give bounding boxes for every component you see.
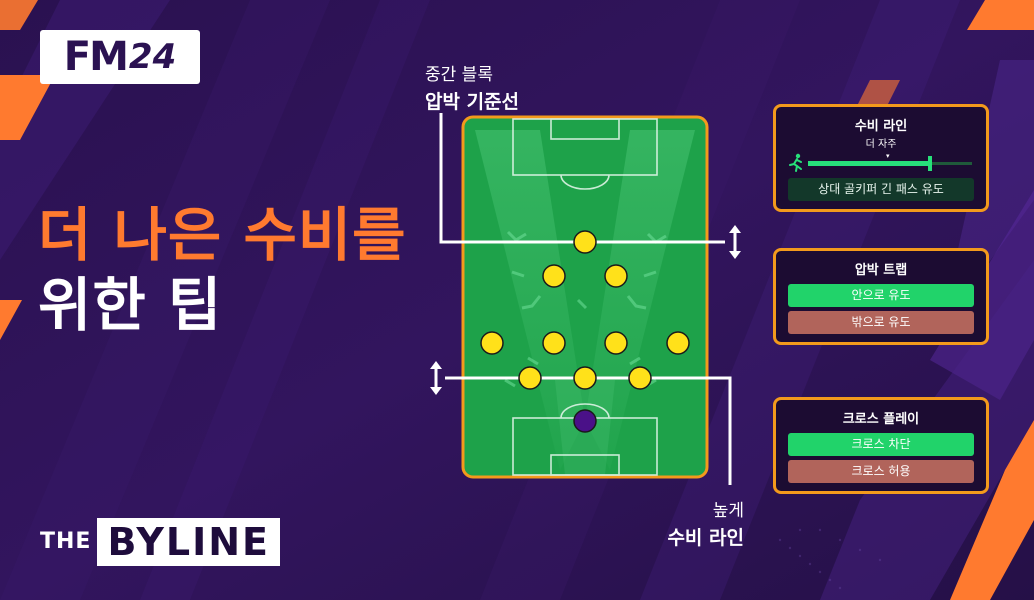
title-line-1: 더 나은 수비를 bbox=[38, 201, 407, 269]
defensive-line-main: 수비 라인 bbox=[667, 527, 744, 549]
byline-prefix: THE bbox=[40, 529, 92, 554]
defensive-line-label: 높게 수비 라인 bbox=[640, 496, 744, 550]
movement-chevrons bbox=[504, 230, 667, 388]
panel-cross-play: 크로스 플레이 크로스 차단 크로스 허용 bbox=[773, 397, 989, 494]
pressing-line-main: 압박 기준선 bbox=[425, 91, 520, 113]
player-def-2 bbox=[573, 366, 597, 390]
double-arrow-icon bbox=[729, 225, 741, 259]
player-mid-2 bbox=[542, 331, 566, 355]
panel-title: 수비 라인 bbox=[854, 119, 908, 134]
players bbox=[480, 230, 690, 390]
fm-logo-text: FM bbox=[63, 34, 129, 80]
player-mid-4 bbox=[666, 331, 690, 355]
player-def-3 bbox=[628, 366, 652, 390]
option-force-outside[interactable]: 밖으로 유도 bbox=[788, 311, 974, 334]
player-mid-1 bbox=[480, 331, 504, 355]
pressing-line bbox=[439, 113, 725, 244]
pressing-line-sub: 중간 블록 bbox=[425, 65, 493, 85]
slider-fill bbox=[808, 161, 930, 166]
orange-accent-left bbox=[0, 75, 55, 140]
byline-logo: THE BYLINE bbox=[40, 515, 280, 569]
option-stop-crosses[interactable]: 크로스 차단 bbox=[788, 433, 974, 456]
byline-brand: BYLINE bbox=[97, 518, 280, 566]
option-force-inside[interactable]: 안으로 유도 bbox=[788, 284, 974, 307]
option-goalkeeper-long-pass[interactable]: 상대 골키퍼 긴 패스 유도 bbox=[788, 178, 974, 201]
slider-knob[interactable] bbox=[928, 156, 932, 171]
option-allow-crosses[interactable]: 크로스 허용 bbox=[788, 460, 974, 483]
defensive-line-sub: 높게 bbox=[712, 501, 744, 521]
player-am-left bbox=[542, 264, 566, 288]
panel-setting: 더 자주 bbox=[865, 139, 897, 150]
player-mid-3 bbox=[604, 331, 628, 355]
panel-defensive-line: 수비 라인 더 자주 ▾ 상대 골키퍼 긴 패스 유도 bbox=[773, 104, 989, 212]
player-goalkeeper bbox=[573, 409, 597, 433]
fm-logo-year: 24 bbox=[128, 37, 177, 77]
panel-title: 크로스 플레이 bbox=[842, 412, 920, 427]
double-arrow-icon bbox=[430, 361, 442, 395]
title-line-2: 위한 팁 bbox=[38, 271, 223, 339]
runner-icon bbox=[789, 153, 802, 172]
slider-midpoint-icon: ▾ bbox=[886, 152, 890, 160]
pitch-markings bbox=[512, 118, 658, 476]
panel-title: 압박 트랩 bbox=[854, 263, 908, 278]
fm24-logo: FM 24 bbox=[40, 30, 200, 84]
pressing-line-label: 중간 블록 압박 기준선 bbox=[425, 60, 519, 114]
player-striker bbox=[573, 230, 597, 254]
player-def-1 bbox=[518, 366, 542, 390]
player-am-right bbox=[604, 264, 628, 288]
defensive-line-slider[interactable]: ▾ bbox=[788, 152, 974, 174]
panel-press-trap: 압박 트랩 안으로 유도 밖으로 유도 bbox=[773, 248, 989, 345]
